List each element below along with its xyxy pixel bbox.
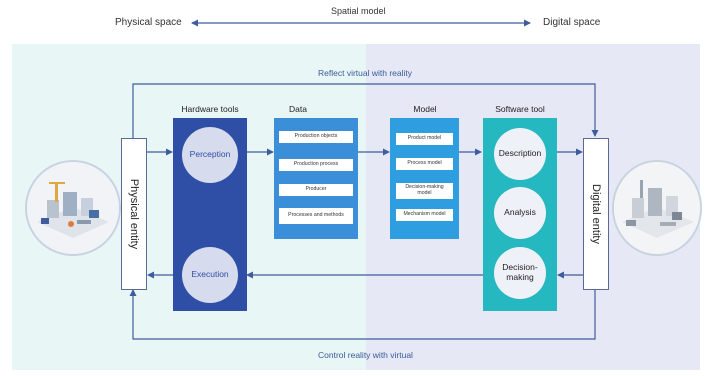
physical-entity-label: Physical entity [128,178,140,250]
data-item: Production process [279,159,353,171]
model-item: Process model [396,158,453,170]
software-tool-title: Software tool [495,104,545,114]
factory-illustration-left [27,162,119,254]
data-item: Producer [279,184,353,196]
execution-node: Execution [182,247,238,303]
perception-node: Perception [182,127,238,183]
digital-space-label: Digital space [543,17,601,28]
reflect-arrow [132,83,599,140]
hardware-tools-title: Hardware tools [181,104,239,114]
factory-illustration-right [614,162,700,254]
physical-entity-box: Physical entity [121,138,147,290]
spatial-model-label: Spatial model [331,6,386,16]
analysis-node: Analysis [494,187,546,239]
digital-entity-box: Digital entity [583,138,609,290]
control-reality-label: Control reality with virtual [318,350,413,360]
model-item: Decision-making model [396,183,453,199]
model-item: Mechanism model [396,209,453,221]
model-title: Model [413,104,437,114]
control-arrow [129,289,596,340]
digital-entity-label: Digital entity [590,184,602,244]
model-item: Product model [396,133,453,145]
physical-factory-image [25,160,121,256]
digital-factory-image [612,160,702,256]
physical-space-label: Physical space [115,17,182,28]
data-item: Processes and methods [279,208,353,224]
reflect-virtual-label: Reflect virtual with reality [318,68,413,78]
data-title: Data [289,104,307,114]
decision-making-node: Decision-making [494,247,546,299]
data-item: Production objects [279,131,353,143]
description-node: Description [494,128,546,180]
